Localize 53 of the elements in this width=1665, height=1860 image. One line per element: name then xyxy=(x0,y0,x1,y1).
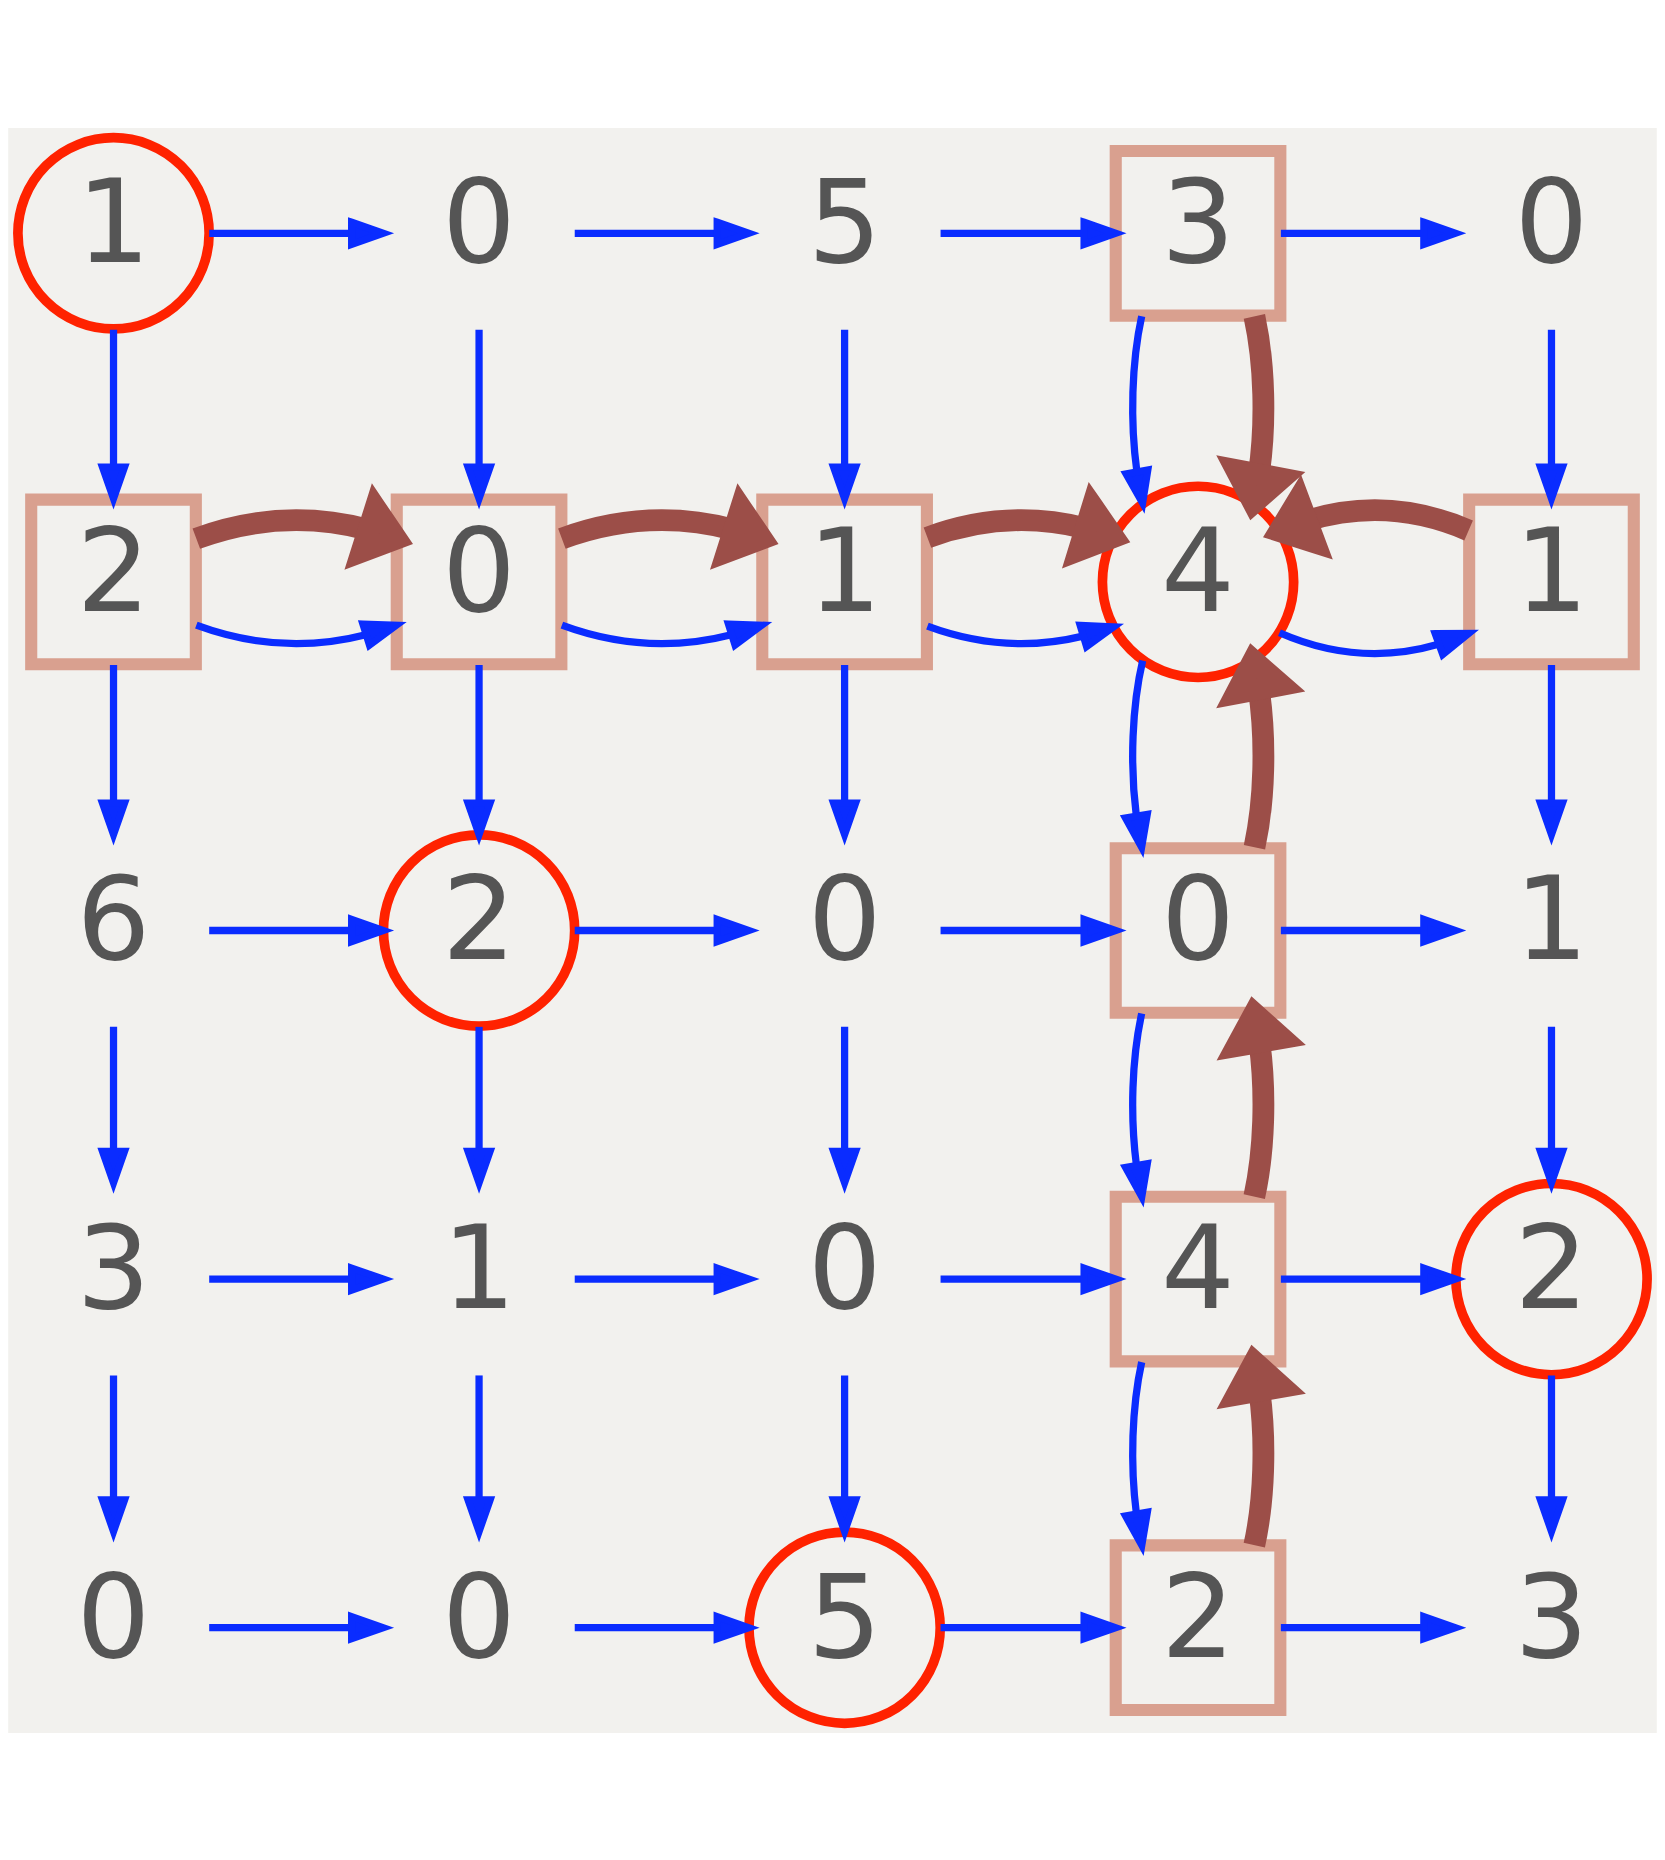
node-text: 0 xyxy=(807,850,882,986)
arrow xyxy=(1535,1374,1568,1542)
node-box: 2 xyxy=(1109,1538,1287,1716)
arrow xyxy=(1120,315,1153,514)
arrow xyxy=(1280,1611,1467,1644)
node-text: 3 xyxy=(76,1199,151,1335)
arrow xyxy=(828,1374,861,1542)
node-circle: 5 xyxy=(744,1526,946,1728)
node-box: 0 xyxy=(1109,841,1287,1019)
arrow xyxy=(192,482,413,570)
arrow xyxy=(1119,1360,1152,1556)
arrow xyxy=(926,621,1124,652)
arrow xyxy=(1280,913,1467,947)
node-text: 0 xyxy=(76,1548,151,1683)
node-circle: 2 xyxy=(1451,1178,1652,1380)
node-circle: 4 xyxy=(1097,480,1299,682)
arrow xyxy=(1216,642,1306,849)
node-text: 0 xyxy=(442,153,517,289)
node-text: 6 xyxy=(76,850,151,986)
arrow xyxy=(574,913,760,947)
node-box: 1 xyxy=(756,493,933,670)
arrow xyxy=(195,619,407,651)
arrow xyxy=(574,1611,760,1644)
arrow xyxy=(558,482,779,570)
node-box: 1 xyxy=(1463,493,1640,670)
node-text: 0 xyxy=(807,1199,882,1335)
arrow xyxy=(462,1374,496,1542)
arrow xyxy=(1216,995,1306,1199)
node-box: 3 xyxy=(1109,144,1287,322)
node-text: 3 xyxy=(1514,1548,1589,1683)
node-text: 1 xyxy=(442,1199,517,1335)
arrow xyxy=(1263,474,1473,559)
node-circle: 2 xyxy=(378,829,580,1031)
node-text: 1 xyxy=(1514,850,1589,986)
node-box: 0 xyxy=(390,493,568,670)
arrow xyxy=(1280,216,1467,249)
arrow xyxy=(1280,1262,1467,1295)
node-box: 2 xyxy=(25,493,202,670)
arrow xyxy=(1216,1344,1306,1547)
node-text: 0 xyxy=(1514,153,1589,289)
node-box: 4 xyxy=(1109,1190,1287,1367)
node-text: 0 xyxy=(442,1548,517,1683)
arrow xyxy=(1119,1012,1152,1207)
arrow xyxy=(560,619,773,651)
arrow xyxy=(97,1374,130,1542)
arrow xyxy=(1216,313,1306,520)
arrow xyxy=(574,216,760,249)
arrow xyxy=(923,481,1131,568)
arrow xyxy=(1278,628,1479,660)
node-text: 5 xyxy=(807,153,882,289)
arrow xyxy=(574,1262,760,1295)
arrow xyxy=(1119,659,1152,858)
node-circle: 1 xyxy=(13,132,214,334)
